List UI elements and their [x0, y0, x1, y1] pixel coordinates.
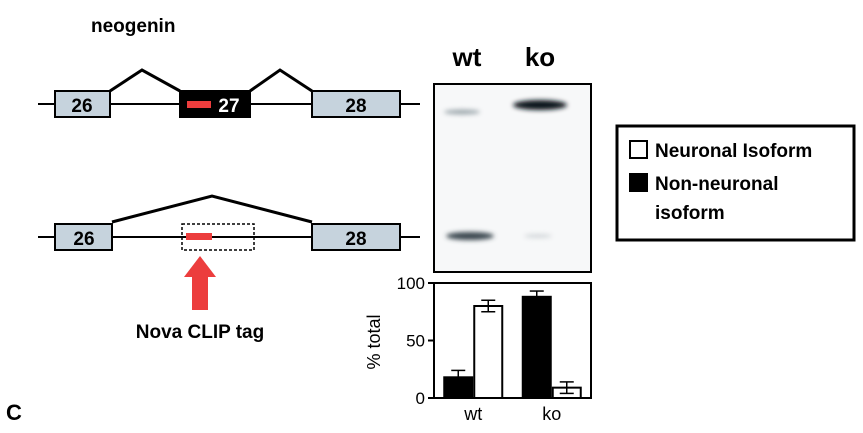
bars [443, 290, 582, 399]
gel-band-ko-upper [513, 100, 567, 110]
exon-26-bottom-label: 26 [73, 229, 94, 250]
exon-28-top-label: 28 [345, 96, 366, 117]
x-tick-label: ko [542, 404, 561, 424]
exon-26-bottom [54, 223, 113, 251]
gel-lane-label-wt: wt [452, 42, 482, 72]
gel-image [433, 83, 592, 273]
gel-band-wt-upper [444, 109, 480, 115]
clip-tag-marker-bottom [186, 233, 212, 240]
inclusion-diagram: 26 27 28 [38, 68, 420, 118]
clip-tag-arrow [184, 256, 216, 310]
legend-label-non-neuronal-2: isoform [655, 203, 725, 224]
gel-lane-label-ko: ko [525, 42, 555, 72]
legend-swatch-neuronal [629, 140, 648, 159]
clip-tag-marker-top [187, 101, 211, 108]
exon-26-top [54, 90, 111, 118]
x-axis-labels: wt ko [463, 404, 561, 424]
exon-27-label: 27 [218, 96, 239, 117]
y-axis-label: % total [364, 314, 384, 369]
splice-junction-26-27 [109, 68, 181, 93]
legend-frame [615, 124, 856, 242]
y-tick-label: 100 [397, 274, 425, 293]
y-tick-label: 50 [406, 332, 425, 351]
arrow-head [184, 256, 216, 277]
skipping-diagram: 26 28 [38, 194, 420, 251]
exon-28-bottom-label: 28 [345, 229, 366, 250]
exon-28-bottom [311, 223, 401, 251]
legend-label-non-neuronal-1: Non-neuronal [655, 174, 779, 195]
x-tick-label: wt [463, 404, 482, 424]
bar-wt-neuronal [473, 305, 504, 399]
y-axis-ticks: 0 50 100 [397, 274, 434, 408]
arrow-shaft [192, 276, 208, 310]
y-tick-label: 0 [416, 389, 425, 408]
panel-label: C [6, 400, 22, 425]
clip-tag-caption: Nova CLIP tag [136, 322, 264, 343]
gel-frame [433, 83, 592, 273]
legend: Neuronal Isoform Non-neuronal isoform [615, 124, 856, 242]
skip-junction [111, 194, 313, 224]
splice-junction-27-28 [249, 68, 313, 93]
legend-swatch-non-neuronal [629, 173, 648, 192]
exon-26-top-label: 26 [71, 96, 92, 117]
gene-name: neogenin [91, 16, 175, 37]
gel-band-wt-lower [446, 232, 494, 240]
bar-chart: % total 0 50 100 wt ko [364, 274, 592, 424]
bar-ko-non-neuronal [521, 295, 552, 399]
gel-band-ko-lower [524, 234, 552, 238]
skipped-exon-27-outline [181, 223, 255, 251]
legend-label-neuronal: Neuronal Isoform [655, 141, 812, 162]
exon-28-top [311, 90, 401, 118]
